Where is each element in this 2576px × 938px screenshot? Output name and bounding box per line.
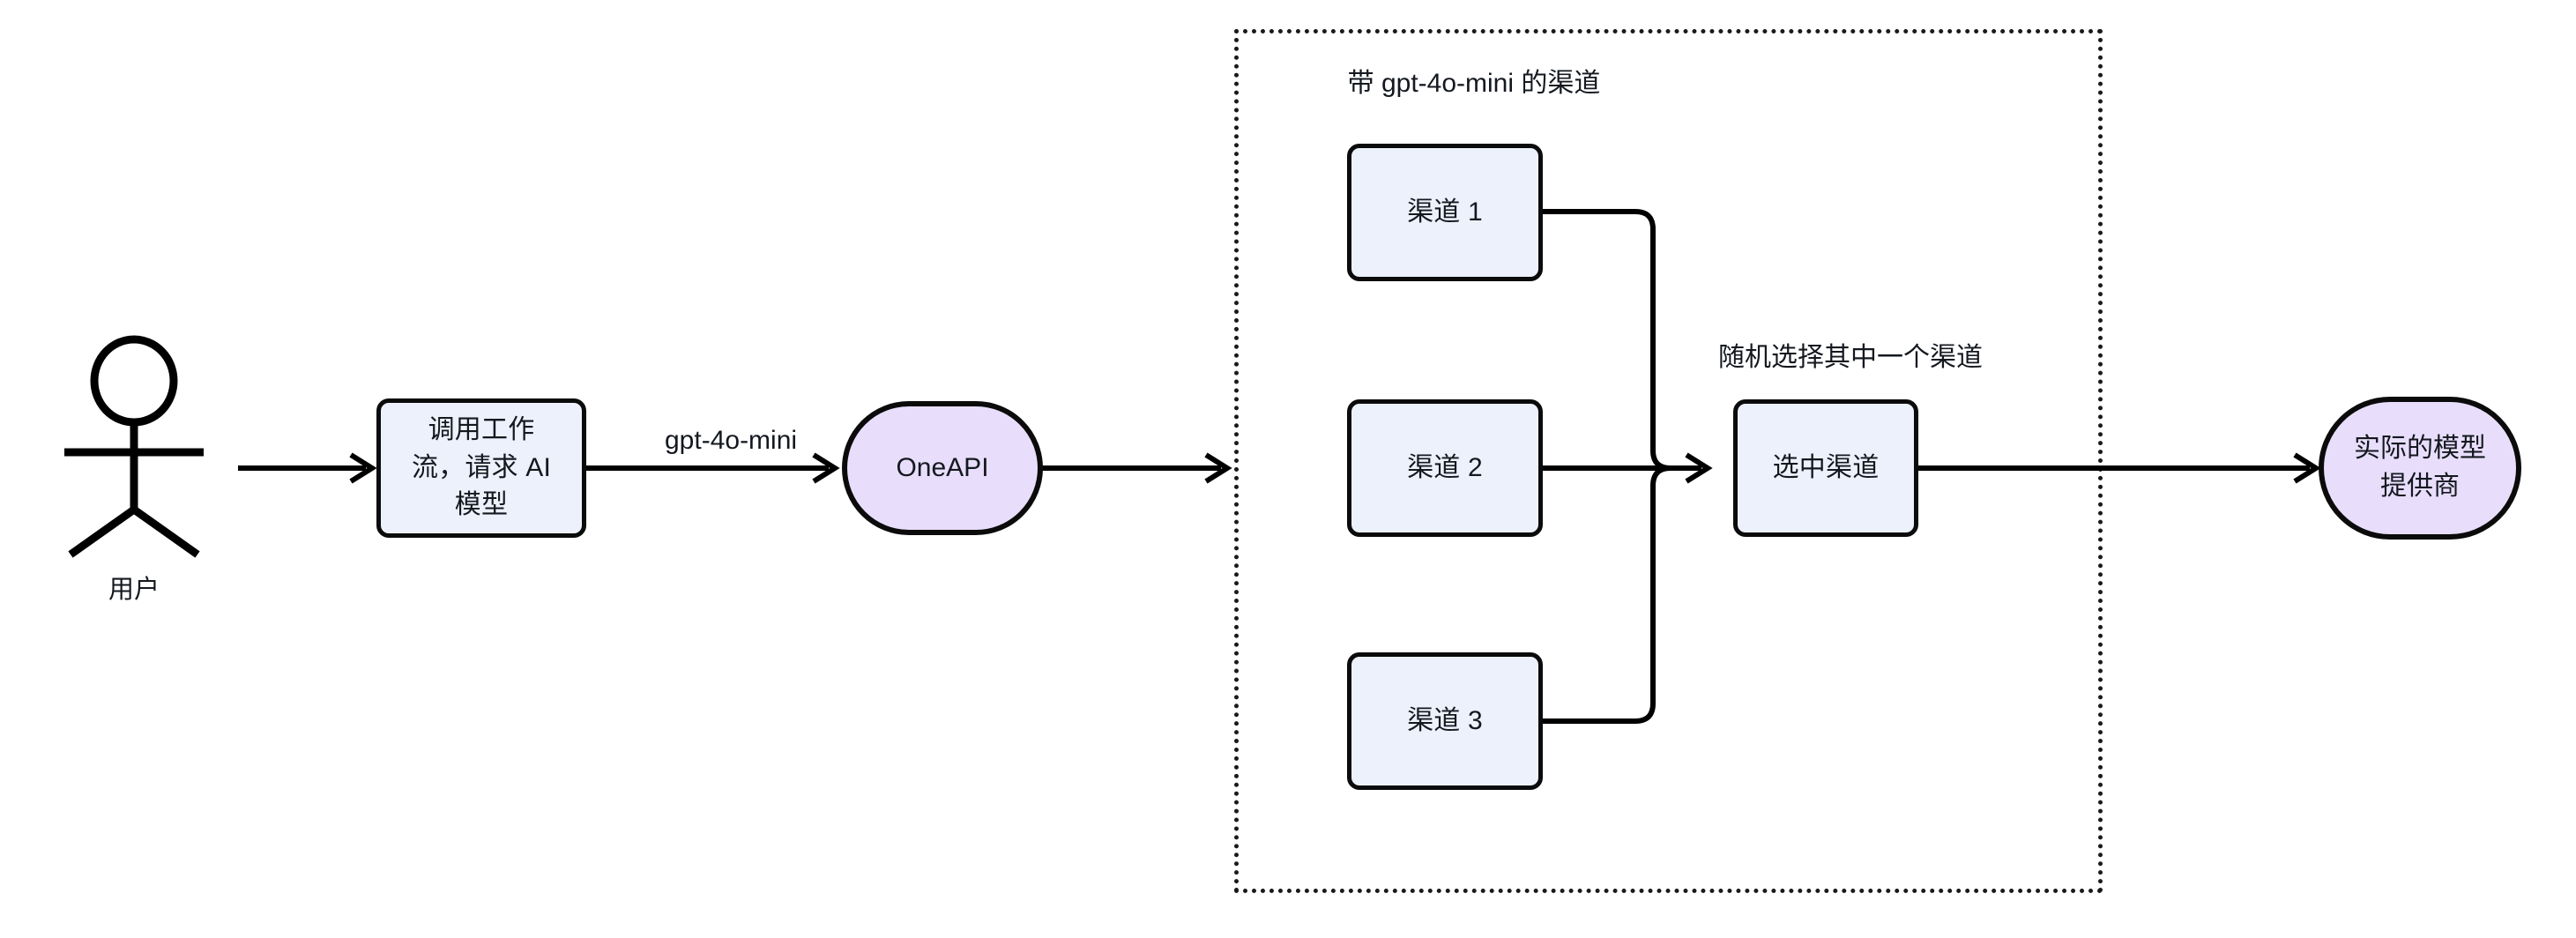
edge-channel3-to-selected — [1543, 465, 1701, 724]
group-label: 带 gpt-4o-mini 的渠道 — [1347, 69, 1601, 98]
edge-label-random-pick: 随机选择其中一个渠道 — [1718, 343, 1983, 372]
node-channel-3-label: 渠道 3 — [1407, 705, 1483, 735]
node-provider[interactable]: 实际的模型提供商 — [2319, 397, 2521, 540]
node-oneapi-label: OneAPI — [896, 452, 989, 482]
edge-channel1-to-selected — [1543, 209, 1701, 471]
arrowhead-user-to-workflow — [349, 452, 377, 484]
edge-label-model: gpt-4o-mini — [659, 423, 803, 458]
node-channel-2-label: 渠道 2 — [1407, 452, 1483, 482]
node-channel-3[interactable]: 渠道 3 — [1347, 652, 1543, 790]
user-actor-figure — [64, 335, 204, 558]
arrowhead-channels-to-selected — [1685, 452, 1713, 484]
arrowhead-oneapi-to-group — [1204, 452, 1232, 484]
node-oneapi[interactable]: OneAPI — [842, 401, 1043, 535]
actor-label-user: 用户 — [108, 576, 160, 604]
actor-left-leg-line — [68, 506, 137, 558]
node-channel-1[interactable]: 渠道 1 — [1347, 144, 1543, 281]
arrowhead-workflow-to-oneapi — [812, 452, 840, 484]
node-workflow-label: 调用工作流，请求 AI 模型 — [411, 415, 552, 520]
node-provider-label: 实际的模型提供商 — [2354, 434, 2486, 501]
group-container-gpt4omini-channels — [1234, 29, 2103, 893]
node-workflow[interactable]: 调用工作流，请求 AI 模型 — [376, 398, 586, 538]
actor-head-icon — [90, 335, 178, 427]
arrowhead-selected-to-provider — [2293, 452, 2321, 484]
actor-right-leg-line — [131, 506, 200, 558]
node-channel-1-label: 渠道 1 — [1407, 197, 1483, 227]
node-channel-2[interactable]: 渠道 2 — [1347, 399, 1543, 537]
node-selected-channel[interactable]: 选中渠道 — [1733, 399, 1918, 537]
node-selected-channel-label: 选中渠道 — [1772, 452, 1880, 482]
